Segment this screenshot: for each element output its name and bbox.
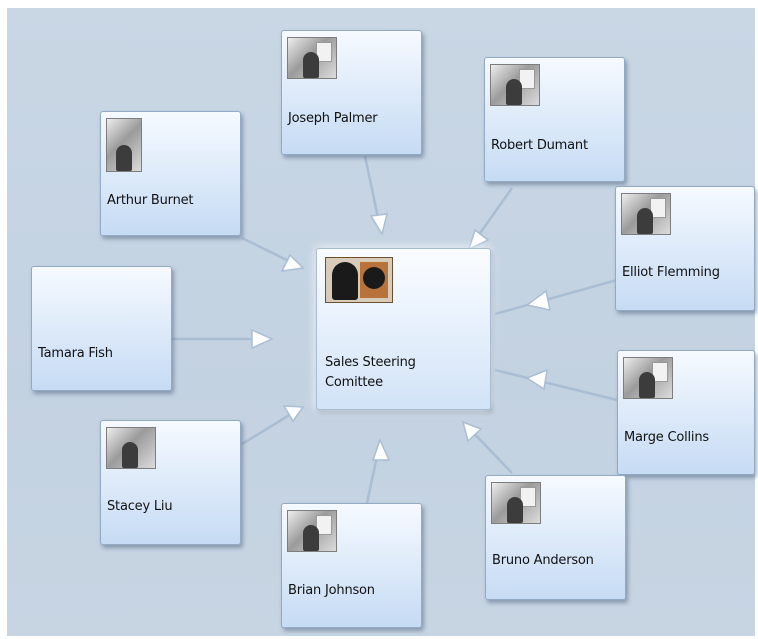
- arrowhead-tamara: [251, 328, 274, 350]
- team-gear-icon: [325, 257, 393, 303]
- profile-photo-icon: [287, 510, 337, 552]
- diagram-canvas: Joseph Palmer Robert Dumant Arthur Burne…: [7, 8, 755, 636]
- arrowhead-robert: [467, 228, 490, 251]
- arrowhead-arthur: [280, 253, 305, 272]
- arrowhead-joseph: [369, 213, 388, 236]
- profile-photo-icon: [287, 37, 337, 79]
- node-stacey-liu[interactable]: Stacey Liu: [100, 420, 241, 545]
- node-label-line2: Comittee: [325, 375, 383, 390]
- node-label: Marge Collins: [624, 430, 709, 445]
- node-sales-steering-committee[interactable]: Sales Steering Comittee: [316, 248, 491, 410]
- node-label-line1: Sales Steering: [325, 355, 416, 370]
- arrowhead-marge: [525, 368, 548, 391]
- arrowhead-stacey: [282, 405, 305, 423]
- arrowhead-bruno: [461, 420, 483, 443]
- node-joseph-palmer[interactable]: Joseph Palmer: [281, 30, 422, 155]
- node-robert-dumant[interactable]: Robert Dumant: [484, 57, 625, 182]
- arrowhead-brian: [371, 437, 391, 461]
- connector-layer: [172, 155, 618, 504]
- node-arthur-burnet[interactable]: Arthur Burnet: [100, 111, 241, 236]
- node-bruno-anderson[interactable]: Bruno Anderson: [485, 475, 626, 600]
- arrowhead-elliot: [525, 289, 551, 311]
- profile-photo-icon: [106, 427, 156, 469]
- profile-photo-icon: [491, 482, 541, 524]
- node-label: Joseph Palmer: [288, 111, 378, 126]
- node-label: Brian Johnson: [288, 583, 375, 598]
- node-label: Tamara Fish: [38, 346, 113, 361]
- edge-elliot: [494, 278, 618, 316]
- profile-photo-icon: [621, 193, 671, 235]
- node-label: Stacey Liu: [107, 499, 173, 514]
- edge-marge: [494, 368, 618, 402]
- node-label: Arthur Burnet: [107, 193, 194, 208]
- profile-photo-icon: [106, 118, 142, 172]
- node-elliot-flemming[interactable]: Elliot Flemming: [615, 186, 755, 311]
- node-marge-collins[interactable]: Marge Collins: [617, 350, 755, 475]
- node-label: Elliot Flemming: [622, 265, 720, 280]
- node-label: Bruno Anderson: [492, 553, 594, 568]
- node-label: Robert Dumant: [491, 138, 588, 153]
- profile-photo-icon: [623, 357, 673, 399]
- profile-photo-icon: [490, 64, 540, 106]
- node-tamara-fish[interactable]: Tamara Fish: [31, 266, 172, 391]
- node-brian-johnson[interactable]: Brian Johnson: [281, 503, 422, 628]
